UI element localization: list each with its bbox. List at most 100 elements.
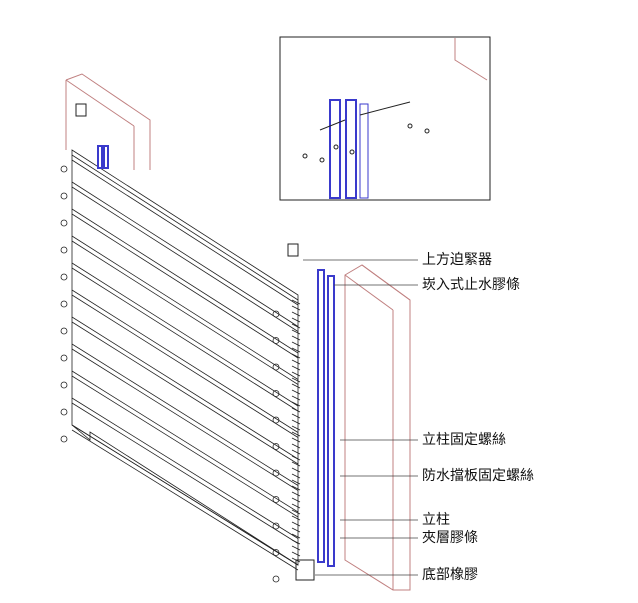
gasket-hatch [291,455,301,461]
inset-detail [279,36,491,201]
gasket-hatch [291,299,301,305]
gasket-hatch [291,377,301,383]
slat-line [71,343,299,486]
gasket-hatch [291,449,301,455]
slat-line [71,316,299,460]
gasket-hatch [291,311,301,317]
left-wall [65,73,151,170]
gasket-hatch [291,395,301,401]
screw-icon [60,408,68,416]
slat-line [71,321,299,465]
gasket-hatch [291,539,301,545]
gasket-hatch [291,329,301,335]
screw-icon [272,575,280,583]
slat-line [71,235,299,380]
gasket-hatch [291,431,301,437]
gasket-hatch [291,407,301,413]
gasket-hatch [291,365,301,371]
gasket-hatch [291,551,301,557]
slat-line [71,262,299,407]
slat-line [71,213,299,359]
gasket-hatch [291,485,301,491]
post [97,145,335,567]
slat-line [71,240,299,385]
gasket-hatch [291,371,301,377]
clamp-icon [75,103,299,257]
gasket-hatch [291,413,301,419]
label-panel-screw: 防水擋板固定螺絲 [422,468,534,484]
screw-icon [272,390,280,397]
gasket-hatch [291,305,301,311]
gasket-hatch [291,497,301,503]
gasket-hatch [291,491,301,497]
label-top-clamp: 上方迫緊器 [422,252,492,268]
gasket-hatch [291,335,301,341]
screw-icon [272,416,280,424]
screw-icon [272,443,280,450]
gasket-hatch [291,443,301,449]
screw-icon [60,435,68,443]
label-insert-seal: 崁入式止水膠條 [422,277,520,293]
gasket-hatch [291,467,301,473]
gasket-hatch [291,419,301,425]
slat-line [71,424,299,566]
slat-line [71,154,299,301]
label-gasket: 夾層膠條 [422,530,478,546]
slat-line [71,370,299,513]
gasket-hatch [291,503,301,509]
gasket-hatch [291,383,301,389]
gasket-hatch [291,437,301,443]
screw-icon [272,522,280,530]
barrier-panels [60,149,301,583]
gasket-hatch [291,521,301,527]
right-wall [344,264,411,591]
panel-outline [71,149,299,566]
screw-icon [272,549,280,556]
gasket-hatch [291,389,301,395]
gasket-hatch [291,533,301,539]
gasket-hatch [291,323,301,329]
gasket-hatch [291,353,301,359]
slat-line [71,289,299,433]
screw-icon [60,192,68,200]
gasket-hatch [291,515,301,521]
screw-icon [60,327,68,335]
slat-line [71,402,299,544]
slat-line [71,294,299,438]
gasket-hatch [291,347,301,353]
gasket-hatch [291,509,301,515]
slat-line [71,181,299,327]
slat-line [71,429,299,571]
slat-line [71,267,299,412]
gasket-hatch [291,479,301,485]
label-bottom-rubber: 底部橡膠 [422,567,478,583]
screw-icon [60,300,68,308]
bottom-rubber-shape [295,559,315,581]
leader-lines [303,259,418,576]
gasket-hatch [291,425,301,431]
slat-line [71,186,299,332]
screw-icon [60,381,68,389]
gasket-hatch [291,473,301,479]
screw-icon [272,496,280,503]
gasket-hatch [291,359,301,365]
screw-icon [60,246,68,254]
gasket-hatch [291,527,301,533]
screw-icon [60,273,68,281]
gasket-hatch [291,545,301,551]
slat-line [71,348,299,491]
slat-line [71,159,299,306]
screw-icon [272,469,280,477]
slat-line [71,375,299,518]
gasket-hatch [291,461,301,467]
screw-icon [60,219,68,227]
label-post: 立柱 [422,512,450,528]
gasket-hatch [291,317,301,323]
slat-line [71,208,299,354]
slat-line [71,397,299,539]
label-post-screw: 立柱固定螺絲 [422,432,506,448]
gasket-hatch [291,341,301,347]
gasket-hatch [291,401,301,407]
screw-icon [60,354,68,362]
